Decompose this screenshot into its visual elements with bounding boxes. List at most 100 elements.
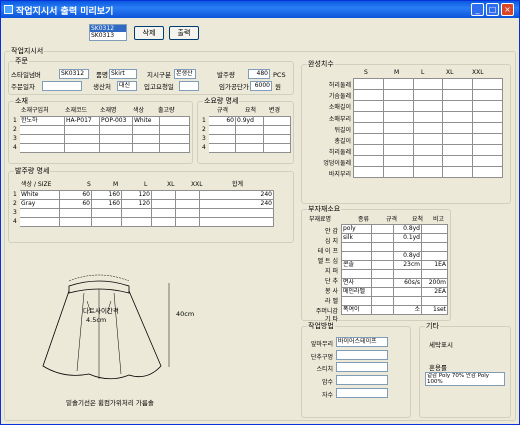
table-cell[interactable] <box>353 78 384 90</box>
category-field[interactable]: 본생산 <box>174 69 196 79</box>
table-cell[interactable] <box>421 233 448 243</box>
table-cell[interactable] <box>121 217 152 227</box>
table-cell[interactable] <box>151 217 176 227</box>
table-cell[interactable] <box>412 89 444 101</box>
table-cell[interactable] <box>421 296 448 306</box>
table-cell[interactable] <box>19 208 60 218</box>
table-cell[interactable]: 소 <box>393 305 422 315</box>
factory-field[interactable]: 대신 <box>117 81 137 91</box>
table-cell[interactable]: 240 <box>199 190 274 200</box>
table-cell[interactable] <box>132 143 160 153</box>
table-cell[interactable] <box>472 166 503 178</box>
table-cell[interactable]: White <box>132 116 160 126</box>
table-cell[interactable]: Gray <box>19 199 60 209</box>
table-cell[interactable] <box>353 100 384 112</box>
table-cell[interactable] <box>421 269 448 279</box>
table-cell[interactable] <box>382 100 414 112</box>
table-cell[interactable]: 메인라벨 <box>341 287 372 297</box>
table-cell[interactable]: 콘솔 <box>341 260 372 270</box>
table-cell[interactable] <box>208 143 236 153</box>
table-cell[interactable] <box>412 78 444 90</box>
table-cell[interactable] <box>19 217 60 227</box>
table-cell[interactable] <box>353 155 384 167</box>
table-cell[interactable] <box>442 78 474 90</box>
table-cell[interactable] <box>175 217 200 227</box>
table-cell[interactable]: 23cm <box>393 260 422 270</box>
table-cell[interactable] <box>393 296 422 306</box>
qty-field[interactable]: 480 <box>248 69 270 79</box>
table-cell[interactable] <box>19 143 65 153</box>
delete-button[interactable]: 삭제 <box>134 26 164 40</box>
table-cell[interactable] <box>382 78 414 90</box>
table-cell[interactable] <box>412 111 444 123</box>
table-cell[interactable]: 한노하 <box>19 116 65 126</box>
table-cell[interactable] <box>472 155 503 167</box>
table-cell[interactable]: White <box>19 190 60 200</box>
table-cell[interactable] <box>151 208 176 218</box>
method-field[interactable] <box>336 388 388 398</box>
style-field[interactable]: SK0312 <box>59 69 89 79</box>
table-cell[interactable] <box>371 278 394 288</box>
table-cell[interactable] <box>421 242 448 252</box>
method-field[interactable] <box>336 350 388 360</box>
table-cell[interactable] <box>132 134 160 144</box>
method-field[interactable] <box>336 362 388 372</box>
table-cell[interactable] <box>353 166 384 178</box>
table-cell[interactable] <box>91 208 122 218</box>
table-cell[interactable]: 200m <box>421 278 448 288</box>
table-cell[interactable] <box>412 122 444 134</box>
table-cell[interactable] <box>442 100 474 112</box>
warehouse-date-field[interactable] <box>179 81 199 91</box>
table-cell[interactable] <box>132 125 160 135</box>
table-cell[interactable] <box>208 125 236 135</box>
table-cell[interactable] <box>472 144 503 156</box>
maximize-button[interactable]: □ <box>486 3 499 16</box>
table-cell[interactable]: 60 <box>208 116 236 126</box>
table-cell[interactable] <box>263 125 291 135</box>
table-cell[interactable] <box>353 144 384 156</box>
table-cell[interactable] <box>371 242 394 252</box>
table-cell[interactable] <box>151 199 176 209</box>
table-cell[interactable] <box>175 199 200 209</box>
table-cell[interactable] <box>382 133 414 145</box>
order-listbox[interactable]: SK0312 SK0313 <box>89 24 127 41</box>
table-cell[interactable]: 60 <box>59 199 92 209</box>
table-cell[interactable] <box>353 89 384 101</box>
table-cell[interactable] <box>19 134 65 144</box>
table-cell[interactable] <box>472 133 503 145</box>
minimize-button[interactable]: _ <box>471 3 484 16</box>
table-cell[interactable] <box>371 251 394 261</box>
table-cell[interactable] <box>382 89 414 101</box>
table-cell[interactable] <box>421 224 448 234</box>
table-cell[interactable] <box>341 251 372 261</box>
table-cell[interactable]: poly <box>341 224 372 234</box>
table-cell[interactable]: 120 <box>121 199 152 209</box>
print-button[interactable]: 출력 <box>169 26 199 40</box>
table-cell[interactable]: 면사 <box>341 278 372 288</box>
table-cell[interactable] <box>64 125 100 135</box>
table-cell[interactable] <box>99 134 133 144</box>
table-cell[interactable] <box>442 89 474 101</box>
table-cell[interactable]: 160 <box>91 199 122 209</box>
close-button[interactable]: × <box>501 3 514 16</box>
table-cell[interactable] <box>59 208 92 218</box>
method-field[interactable]: 바이어스테이프 <box>336 337 388 347</box>
table-cell[interactable] <box>371 305 394 315</box>
table-cell[interactable]: 60 <box>59 190 92 200</box>
table-cell[interactable]: 240 <box>199 199 274 209</box>
table-cell[interactable] <box>341 242 372 252</box>
table-cell[interactable] <box>263 116 291 126</box>
table-cell[interactable] <box>121 208 152 218</box>
table-cell[interactable] <box>412 100 444 112</box>
table-cell[interactable] <box>341 296 372 306</box>
table-cell[interactable] <box>371 224 394 234</box>
table-cell[interactable]: 2EA <box>421 287 448 297</box>
table-cell[interactable]: 1set <box>421 305 448 315</box>
item-field[interactable]: Skirt <box>109 69 137 79</box>
table-cell[interactable] <box>393 287 422 297</box>
table-cell[interactable]: HA-P017 <box>64 116 100 126</box>
table-cell[interactable]: 폭여이 <box>341 305 372 315</box>
table-cell[interactable] <box>393 269 422 279</box>
table-cell[interactable]: 0.8yd <box>393 224 422 234</box>
table-cell[interactable] <box>263 134 291 144</box>
